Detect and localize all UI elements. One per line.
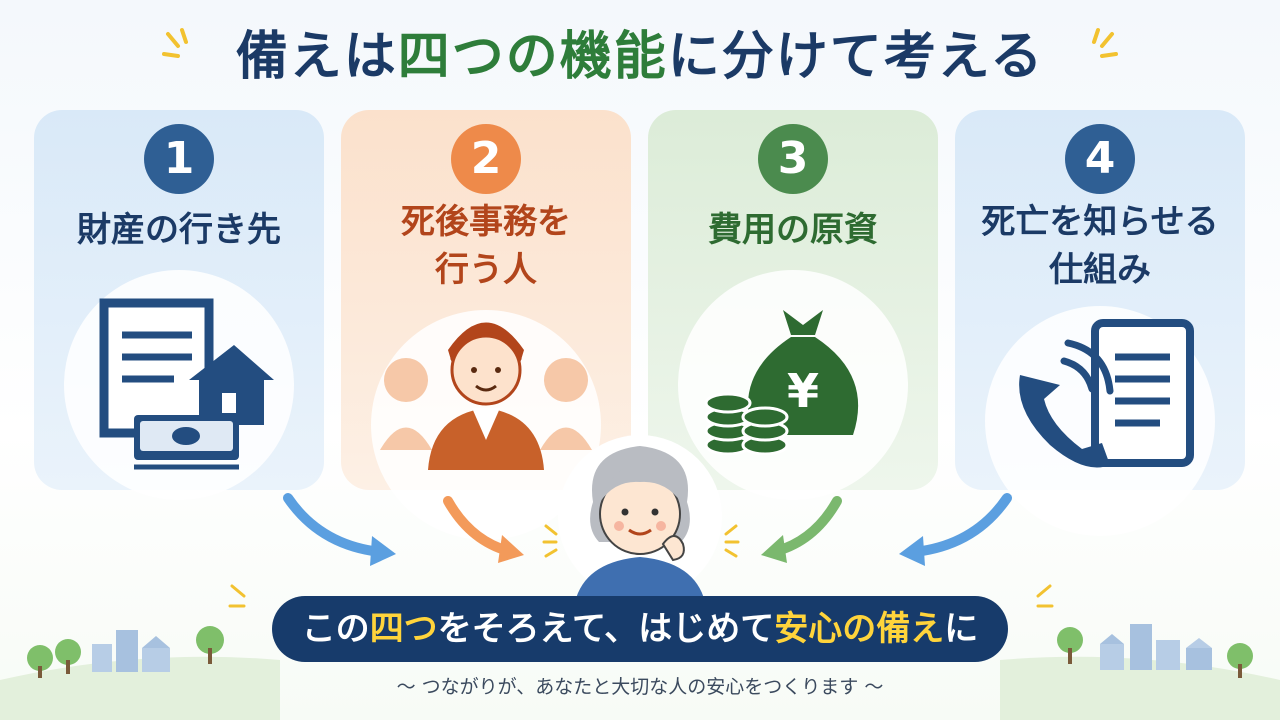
banner-part1: この <box>301 609 370 649</box>
card-title: 死後事務を 行う人 <box>401 202 571 290</box>
svg-text:¥: ¥ <box>787 364 819 418</box>
sparkle-banner-right-icon <box>1036 584 1054 608</box>
people-icon <box>380 322 592 470</box>
arrow-4-icon <box>899 493 1012 566</box>
card-number: 4 <box>1065 124 1135 194</box>
card-posthumous-affairs: 2 死後事務を 行う人 <box>341 110 631 540</box>
elderly-person-icon <box>558 435 722 602</box>
phone-document-icon <box>1019 319 1194 468</box>
town-left-icon <box>0 626 280 720</box>
summary-banner: この四つをそろえて、はじめて安心の備えに <box>272 596 1008 662</box>
card-title: 費用の原資 <box>708 210 878 250</box>
sparkle-banner-left-icon <box>228 584 246 608</box>
arrow-1-icon <box>283 493 396 566</box>
title-part2: に分けて考える <box>667 27 1045 87</box>
sparkle-right-icon <box>1092 28 1118 58</box>
subtitle: ～ つながりが、あなたと大切な人の安心をつくります ～ <box>396 676 884 698</box>
town-right-icon <box>1000 624 1280 720</box>
banner-highlight2: 安心の備え <box>774 609 945 649</box>
card-property-destination: 1 財産の行き先 <box>34 110 324 500</box>
card-funding-source: 3 費用の原資 ¥ <box>648 110 938 500</box>
sparkle-person-left-icon <box>542 524 558 558</box>
card-number: 2 <box>451 124 521 194</box>
page-title: 備えは四つの機能に分けて考える <box>0 14 1280 89</box>
document-house-money-icon <box>99 298 274 470</box>
title-highlight: 四つの機能 <box>397 27 668 87</box>
banner-part2: をそろえて、はじめて <box>437 609 775 649</box>
arrow-2-icon <box>443 496 524 563</box>
card-number: 3 <box>758 124 828 194</box>
card-number: 1 <box>144 124 214 194</box>
title-part1: 備えは <box>235 27 398 87</box>
banner-part3: に <box>944 609 979 649</box>
card-title: 死亡を知らせる 仕組み <box>981 202 1219 290</box>
sparkle-left-icon <box>162 28 188 58</box>
sparkle-person-right-icon <box>724 524 740 558</box>
card-title: 財産の行き先 <box>77 210 281 250</box>
banner-highlight1: 四つ <box>369 609 438 649</box>
yen-moneybag-icon: ¥ <box>704 310 859 455</box>
arrow-3-icon <box>761 496 842 563</box>
card-death-notification: 4 死亡を知らせる 仕組み <box>955 110 1245 536</box>
